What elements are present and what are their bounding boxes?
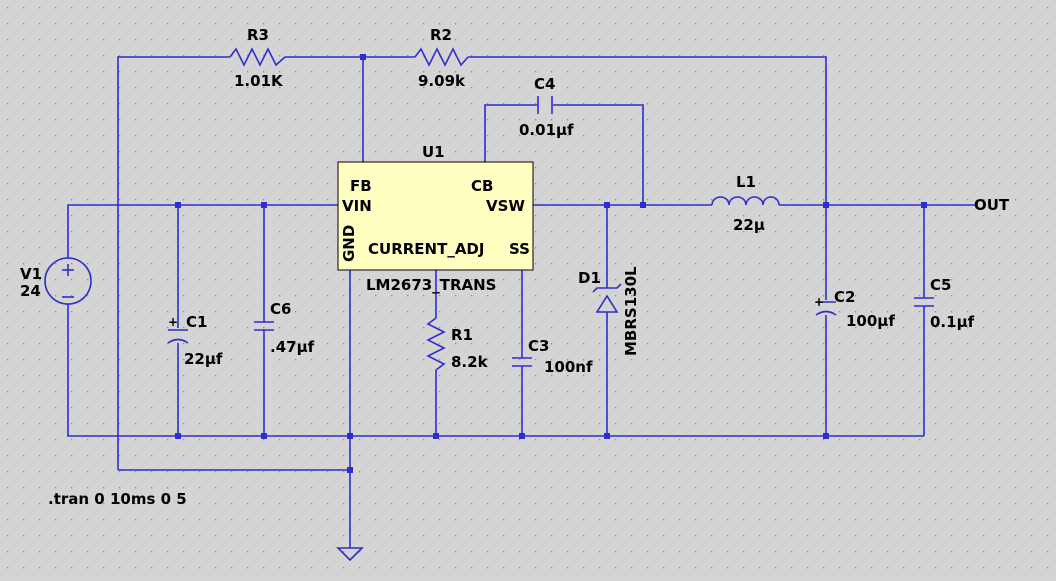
- capacitor-curved-plate: [167, 338, 189, 344]
- wire-c4-sw[interactable]: [553, 104, 644, 205]
- inductor-symbol: [711, 196, 780, 206]
- c1-ref: C1: [186, 313, 207, 331]
- capacitor-c5[interactable]: C5 0.1µf: [914, 276, 975, 331]
- junction: [175, 202, 181, 208]
- c1-value: 22µf: [184, 350, 223, 368]
- wire-cb-c4[interactable]: [484, 104, 537, 162]
- junction: [360, 54, 366, 60]
- r3-ref: R3: [247, 26, 269, 44]
- diode-bar: [592, 283, 622, 293]
- c5-value: 0.1µf: [930, 313, 975, 331]
- v1-value: 24: [20, 282, 41, 300]
- ic-body[interactable]: [337, 161, 534, 271]
- c6-value: .47µf: [270, 338, 315, 356]
- junction: [433, 433, 439, 439]
- polarity-plus: +: [814, 295, 824, 309]
- junction: [519, 433, 525, 439]
- l1-value: 22µ: [733, 216, 765, 234]
- junction: [261, 202, 267, 208]
- junction: [823, 433, 829, 439]
- diode-d1[interactable]: D1 MBRS130L: [578, 266, 640, 356]
- resistor-r3[interactable]: R3 1.01K: [229, 26, 286, 90]
- capacitor-c4[interactable]: C4 0.01µf: [519, 75, 574, 139]
- junction: [640, 202, 646, 208]
- capacitor-curved-plate: [815, 310, 837, 316]
- ic-ref: U1: [422, 143, 445, 161]
- r3-value: 1.01K: [234, 72, 284, 90]
- pin-fb-label: FB: [350, 177, 372, 195]
- pin-vin-label: VIN: [342, 197, 372, 215]
- capacitor-c6[interactable]: C6 .47µf: [254, 300, 315, 356]
- wire-r3-left[interactable]: [117, 56, 230, 470]
- junctions: [175, 54, 927, 473]
- wire-r2-out[interactable]: [468, 56, 827, 205]
- c4-ref: C4: [534, 75, 555, 93]
- capacitor-c1[interactable]: + C1 22µf: [167, 313, 223, 368]
- junction: [921, 202, 927, 208]
- pin-current-adj-label: CURRENT_ADJ: [368, 240, 484, 258]
- d1-value: MBRS130L: [622, 266, 640, 356]
- pin-vsw-label: VSW: [486, 197, 525, 215]
- c6-ref: C6: [270, 300, 291, 318]
- spice-directive[interactable]: .tran 0 10ms 0 5: [48, 490, 187, 508]
- l1-ref: L1: [736, 173, 756, 191]
- inductor-l1[interactable]: L1 22µ: [711, 173, 780, 234]
- c4-value: 0.01µf: [519, 121, 574, 139]
- wire-vin[interactable]: [67, 204, 338, 258]
- c2-ref: C2: [834, 288, 855, 306]
- pin-gnd-label: GND: [340, 225, 358, 262]
- polarity-plus: +: [168, 315, 178, 329]
- junction: [261, 433, 267, 439]
- wire-gnd-rail[interactable]: [67, 304, 924, 437]
- voltage-source-v1[interactable]: V1 24: [20, 257, 92, 305]
- junction: [347, 467, 353, 473]
- ic-part: LM2673_TRANS: [366, 276, 496, 294]
- resistor-symbol: [414, 47, 469, 67]
- source-symbol: [44, 257, 92, 305]
- pin-cb-label: CB: [471, 177, 493, 195]
- junction: [604, 433, 610, 439]
- d1-ref: D1: [578, 269, 601, 287]
- r1-ref: R1: [451, 326, 473, 344]
- junction: [175, 433, 181, 439]
- resistor-symbol: [229, 47, 286, 67]
- junction: [604, 202, 610, 208]
- junction: [347, 433, 353, 439]
- c3-ref: C3: [528, 337, 549, 355]
- v1-ref: V1: [20, 265, 42, 283]
- r2-ref: R2: [430, 26, 452, 44]
- wires: [67, 56, 975, 548]
- resistor-r2[interactable]: R2 9.09k: [414, 26, 469, 90]
- resistor-r1[interactable]: R1 8.2k: [426, 317, 489, 371]
- c5-ref: C5: [930, 276, 951, 294]
- c2-value: 100µf: [846, 312, 895, 330]
- ic-u1[interactable]: U1 LM2673_TRANS FB CB VIN VSW GND CURREN…: [337, 143, 534, 294]
- r1-value: 8.2k: [451, 353, 489, 371]
- ground-icon: [336, 547, 364, 562]
- capacitor-c2[interactable]: + C2 100µf: [814, 288, 895, 330]
- c3-value: 100nf: [544, 358, 593, 376]
- junction: [823, 202, 829, 208]
- resistor-symbol: [426, 317, 446, 371]
- diode-triangle: [595, 294, 619, 313]
- net-label-out[interactable]: OUT: [974, 196, 1010, 214]
- pin-ss-label: SS: [509, 240, 530, 258]
- r2-value: 9.09k: [418, 72, 466, 90]
- capacitor-c3[interactable]: C3 100nf: [512, 337, 593, 376]
